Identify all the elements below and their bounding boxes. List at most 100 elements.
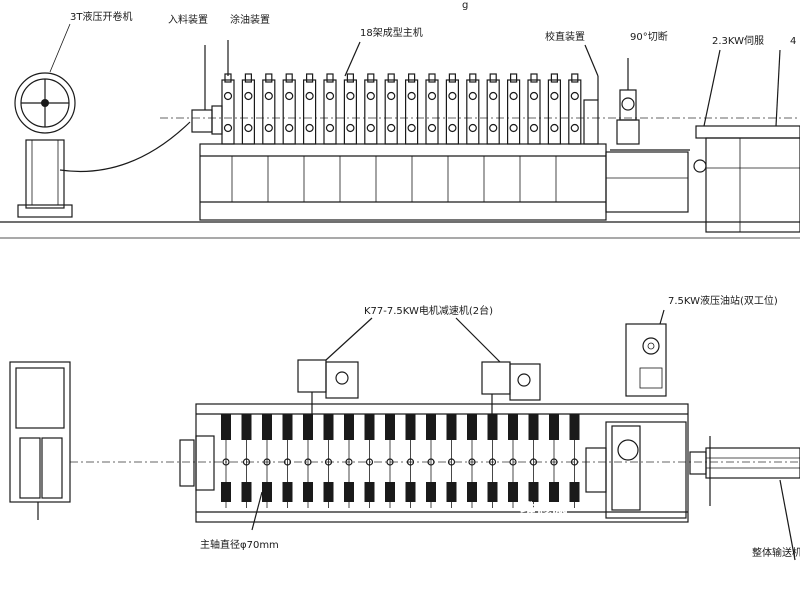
- bottom-roll-stand: [241, 414, 252, 508]
- top-roll-stand: [405, 73, 419, 145]
- label-roll-former: 18架成型主机: [360, 26, 423, 39]
- stand-top: [571, 73, 579, 83]
- stand-frame: [221, 79, 235, 145]
- label-cutter-motor: 2.3KW伺服: [712, 34, 764, 47]
- roll-center: [529, 458, 538, 466]
- motor-leader-left: [325, 317, 373, 361]
- stand-top: [265, 73, 273, 83]
- upper-roll: [427, 91, 437, 101]
- stand-frame: [282, 79, 296, 145]
- upper-roll: [387, 91, 396, 101]
- stand-top: [408, 73, 416, 83]
- page-mark: g: [462, 0, 468, 11]
- stand-frame: [384, 79, 398, 145]
- upper-bearing: [549, 414, 559, 440]
- stand-frame: [405, 79, 419, 145]
- top-roll-stand: [445, 73, 459, 145]
- roll-center: [263, 458, 271, 466]
- strip-material: [59, 121, 191, 173]
- label-feeder: 入料装置: [168, 13, 208, 26]
- upper-bearing: [364, 414, 375, 440]
- bottom-roll-stand: [446, 414, 457, 508]
- top-roll-stand: [507, 73, 521, 145]
- upper-bearing: [221, 414, 231, 440]
- top-roll-stand: [384, 73, 398, 145]
- output-conveyor: [689, 436, 800, 561]
- top-roll-stand: [241, 73, 255, 145]
- stand-frame: [568, 79, 582, 145]
- bottom-roll-stand: [426, 414, 436, 508]
- top-roll-stand: [262, 73, 276, 145]
- stand-frame: [486, 79, 500, 145]
- label-hydraulic: 7.5KW液压油站(双工位): [668, 294, 778, 307]
- lower-roll: [529, 123, 539, 133]
- upper-roll: [448, 91, 457, 101]
- upper-roll: [325, 91, 335, 101]
- upper-bearing: [323, 414, 334, 440]
- bottom-roll-stand: [262, 414, 272, 508]
- feed-guide: [179, 435, 215, 491]
- top-roll-stand: [425, 73, 439, 145]
- upper-bearing: [282, 414, 293, 440]
- label-oiler: 涂油装置: [230, 13, 270, 26]
- upper-bearing: [262, 414, 272, 440]
- stand-top: [550, 73, 559, 83]
- roll-center: [345, 458, 353, 466]
- roll-center: [570, 458, 579, 466]
- roll-center: [447, 458, 456, 466]
- top-roll-stand: [527, 73, 541, 145]
- label-straightener: 校直装置: [545, 30, 585, 43]
- top-roll-stand: [547, 73, 562, 145]
- stand-frame: [527, 79, 541, 145]
- lower-roll: [366, 123, 375, 133]
- stand-frame: [262, 79, 276, 145]
- lower-bearing: [446, 482, 457, 502]
- lower-roll: [325, 123, 335, 133]
- top-roll-stand: [364, 73, 378, 145]
- upper-roll: [264, 91, 273, 101]
- stand-frame: [323, 79, 337, 145]
- lower-roll: [346, 123, 355, 133]
- upper-roll: [529, 91, 539, 101]
- bottom-roll-stand: [344, 414, 354, 508]
- stand-frame: [364, 79, 378, 145]
- stand-frame: [445, 79, 459, 145]
- top-roll-stand: [323, 73, 337, 145]
- bottom-roll-stand: [569, 414, 580, 508]
- stand-frame: [241, 79, 255, 145]
- bottom-view: K77-7.5KW电机减速机(2台) 7.5KW液压油站(双工位) 主轴直径φ7…: [9, 294, 800, 561]
- stand-top: [326, 73, 334, 83]
- stand-top: [489, 73, 497, 83]
- lower-bearing: [364, 482, 375, 502]
- roll-center: [365, 458, 374, 466]
- stand-top: [428, 73, 436, 83]
- upper-bearing: [569, 414, 580, 440]
- upper-bearing: [344, 414, 354, 440]
- stand-frame: [507, 79, 521, 145]
- lower-bearing: [569, 482, 580, 502]
- lower-roll: [407, 123, 416, 133]
- lower-bearing: [262, 482, 272, 502]
- upper-bearing: [385, 414, 395, 440]
- bottom-roll-stand: [467, 414, 477, 508]
- stand-top: [244, 73, 252, 83]
- lower-bearing: [344, 482, 354, 502]
- upper-roll: [223, 91, 233, 101]
- bottom-roll-stands: [221, 414, 580, 508]
- lower-bearing: [528, 482, 539, 502]
- roll-center: [550, 458, 558, 466]
- upper-bearing: [241, 414, 252, 440]
- stand-top: [448, 73, 456, 83]
- upper-roll: [366, 91, 375, 101]
- stand-frame: [343, 79, 357, 145]
- decoiler: [14, 72, 76, 218]
- runout-leader: [775, 49, 781, 127]
- stand-top: [367, 73, 375, 83]
- label-output: 整体输送机: [752, 546, 800, 559]
- stand-frame: [547, 79, 562, 145]
- roll-center: [509, 458, 517, 466]
- bottom-roll-stand: [528, 414, 539, 508]
- watermark: 维修网: [520, 500, 568, 519]
- top-roll-stand: [221, 73, 235, 145]
- shaft-leader: [251, 491, 263, 531]
